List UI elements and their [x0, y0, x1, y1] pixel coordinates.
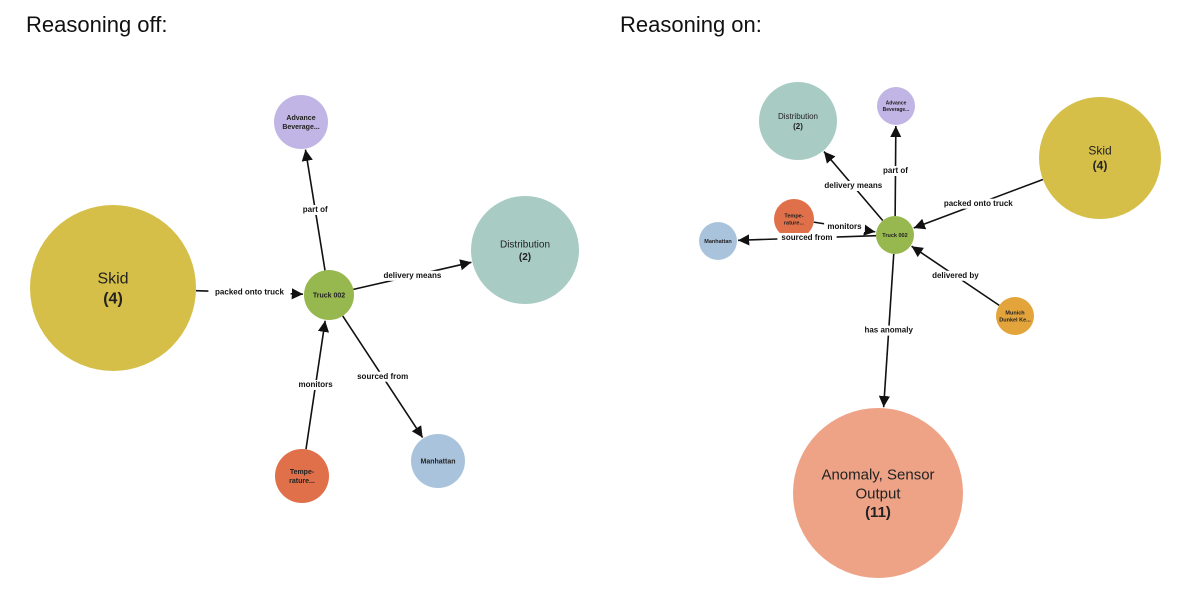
node-count: (2) [519, 252, 531, 263]
edge-label-text: part of [883, 166, 908, 175]
node-label: Output [855, 485, 901, 502]
node-label: Distribution [778, 112, 818, 121]
edge-label-text: packed onto truck [215, 288, 284, 297]
edge-label: monitors [295, 380, 336, 391]
node-label: Advance [886, 101, 907, 107]
edge-label: monitors [824, 222, 865, 232]
node-circle[interactable] [699, 222, 737, 260]
node-distribution[interactable]: Distribution(2) [759, 82, 837, 160]
edge-label-background [295, 380, 336, 391]
node-circle[interactable] [759, 82, 837, 160]
node-count: (2) [793, 122, 803, 131]
node-label: Distribution [500, 239, 550, 250]
edge-label-text: sourced from [781, 233, 832, 242]
node-circle[interactable] [774, 199, 814, 239]
edge-label-background [208, 287, 291, 298]
edge-label-background [861, 325, 917, 336]
node-manhattan[interactable]: Manhattan [411, 434, 465, 488]
node-circle[interactable] [471, 196, 579, 304]
edge-label-text: delivered by [932, 271, 979, 280]
node-circle[interactable] [1039, 97, 1161, 219]
edge-label-text: delivery means [383, 271, 441, 280]
node-label: Dunkel Ke... [999, 317, 1031, 323]
node-label: Munich [1005, 310, 1025, 316]
edge-label-text: monitors [827, 222, 862, 231]
node-label: Tempe- [784, 213, 803, 219]
edge-label: packed onto truck [208, 287, 291, 298]
edge-label-background [353, 371, 413, 382]
node-label: Manhattan [421, 458, 456, 465]
panel-title-reasoning-off: Reasoning off: [26, 12, 168, 37]
edge-label-background [297, 204, 334, 215]
node-count: (4) [1093, 159, 1108, 173]
node-label: Advance [286, 115, 315, 122]
edge-label: sourced from [777, 232, 837, 243]
node-circle[interactable] [411, 434, 465, 488]
panel-title-reasoning-on: Reasoning on: [620, 12, 762, 37]
node-count: (11) [865, 504, 891, 521]
edge-label-text: has anomaly [864, 326, 913, 335]
node-temp[interactable]: Tempe-rature... [774, 199, 814, 239]
edge-label: packed onto truck [937, 198, 1020, 209]
node-temp[interactable]: Tempe-rature... [275, 449, 329, 503]
node-label: Skid [1088, 144, 1111, 158]
node-truck[interactable]: Truck 002 [876, 216, 914, 254]
edge-label-text: packed onto truck [944, 199, 1013, 208]
node-label: Truck 002 [882, 233, 907, 239]
node-label: Tempe- [290, 469, 315, 476]
edge-label-background [777, 232, 837, 243]
node-circle[interactable] [996, 297, 1034, 335]
node-label: rature... [289, 478, 315, 485]
node-label: Manhattan [704, 239, 732, 245]
edge-label: part of [877, 165, 914, 176]
node-circle[interactable] [793, 408, 963, 578]
node-manhattan[interactable]: Manhattan [699, 222, 737, 260]
node-skid[interactable]: Skid (4) [30, 205, 196, 371]
node-circle[interactable] [274, 95, 328, 149]
edge-label-text: monitors [298, 380, 333, 389]
edge-label-background [819, 180, 888, 191]
node-label: Beverage... [883, 107, 910, 113]
edge-label: has anomaly [861, 325, 917, 336]
node-skid[interactable]: Skid(4) [1039, 97, 1161, 219]
edge-label-background [925, 270, 986, 281]
edge-label: sourced from [353, 371, 413, 382]
node-label: rature... [784, 220, 805, 226]
node-truck[interactable]: Truck 002 [304, 270, 354, 320]
node-advance[interactable]: AdvanceBeverage... [274, 95, 328, 149]
node-circle[interactable] [30, 205, 196, 371]
node-distribution[interactable]: Distribution (2) [471, 196, 579, 304]
node-circle[interactable] [275, 449, 329, 503]
edge-label-text: sourced from [357, 372, 408, 381]
edge-label-background [824, 222, 865, 232]
edge-label-background [937, 198, 1020, 209]
node-count: (4) [103, 291, 123, 308]
node-label: Skid [97, 271, 128, 288]
edge-label: delivered by [925, 270, 986, 281]
edge-label-background [877, 165, 914, 176]
node-label: Anomaly, Sensor [821, 467, 934, 484]
node-circle[interactable] [877, 87, 915, 125]
edge-label-text: delivery means [824, 181, 882, 190]
edge-label: delivery means [819, 180, 888, 191]
node-label: Beverage... [282, 124, 319, 131]
node-label: Truck 002 [313, 292, 345, 299]
node-advance[interactable]: AdvanceBeverage... [877, 87, 915, 125]
edge-label-background [378, 270, 447, 281]
edge-label: delivery means [378, 270, 447, 281]
node-circle[interactable] [304, 270, 354, 320]
edge-label: part of [297, 204, 334, 215]
edge-label-text: part of [303, 205, 328, 214]
node-circle[interactable] [876, 216, 914, 254]
